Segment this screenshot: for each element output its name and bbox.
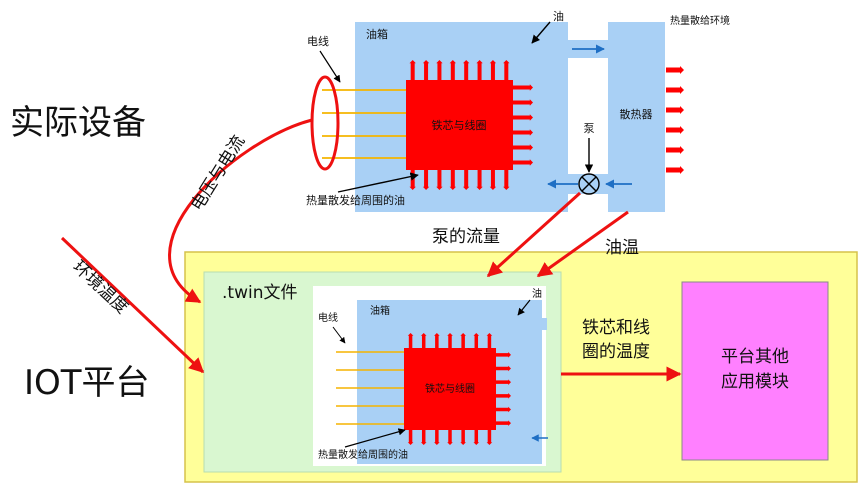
heat-arrow <box>422 60 430 80</box>
current-sensor-loop <box>310 75 340 171</box>
heat-arrow <box>407 333 414 348</box>
heat-arrow <box>473 333 480 348</box>
heat-arrow <box>496 420 511 426</box>
wire-label: 电线 <box>307 34 329 48</box>
heat-arrow <box>513 129 533 136</box>
radiator-heat-arrow <box>666 66 684 74</box>
voltage-current-label: 电压与电流 <box>187 132 249 215</box>
twin-wire-label: 电线 <box>318 311 338 324</box>
radiator-heat-arrow <box>666 86 684 94</box>
other-modules-line2: 应用模块 <box>721 372 789 392</box>
heat-arrow <box>489 170 497 190</box>
heat-arrow <box>503 60 510 80</box>
core-temp-label-line2: 圈的温度 <box>582 342 650 362</box>
heat-arrow <box>449 60 457 80</box>
heat-arrow <box>436 60 443 80</box>
heat-arrow <box>496 379 511 385</box>
heat-arrow <box>476 170 483 190</box>
oil-label: 油 <box>553 9 564 23</box>
heat-arrow <box>434 430 440 445</box>
radiator-heat-arrow <box>666 146 684 154</box>
ambient-temp-label: 环境温度 <box>69 257 132 318</box>
twin-core-label: 铁芯与线圈 <box>425 382 475 395</box>
heat-arrow <box>436 170 443 190</box>
twin-heat-note: 热量散发给周围的油 <box>318 448 408 461</box>
oil-temp-label: 油温 <box>605 238 639 258</box>
heat-arrow <box>513 99 533 106</box>
heat-arrow <box>420 333 427 348</box>
heat-arrow <box>486 333 493 348</box>
radiator-heat-arrows <box>666 66 684 174</box>
core-coil <box>406 80 513 170</box>
heat-arrow <box>449 170 457 190</box>
radiator-heat-arrow <box>666 106 684 114</box>
heat-arrow <box>513 114 533 121</box>
wire-lines <box>322 89 406 159</box>
pump-label: 泵 <box>584 122 595 135</box>
heat-arrow <box>460 333 466 348</box>
heat-arrow <box>513 84 533 91</box>
heat-arrow <box>462 170 470 190</box>
heat-arrow <box>476 60 483 80</box>
heat-arrow <box>420 430 427 445</box>
heat-arrow <box>496 393 511 399</box>
heat-arrow <box>489 60 497 80</box>
heat-arrow <box>460 430 466 445</box>
radiator-label: 散热器 <box>620 107 653 121</box>
radiator-heat-arrow <box>666 126 684 134</box>
core-label: 铁芯与线圈 <box>432 118 487 132</box>
heat-arrow <box>422 170 430 190</box>
other-modules-line1: 平台其他 <box>721 347 789 367</box>
tank-label: 油箱 <box>366 27 388 41</box>
heat-arrow <box>407 430 414 445</box>
heat-arrow <box>496 365 511 372</box>
twin-wire-lines <box>336 351 404 425</box>
heat-arrow <box>409 60 416 80</box>
oil-temp-arrow <box>536 210 629 278</box>
heat-arrow <box>513 144 533 151</box>
radiator-heat-arrow <box>666 166 684 174</box>
twin-oil-label: 油 <box>532 287 542 300</box>
heat-note: 热量散发给周围的油 <box>306 193 405 207</box>
other-modules-box <box>681 281 829 461</box>
pump-flow-arrow <box>486 191 582 278</box>
env-heat-note: 热量散给环境 <box>670 14 730 27</box>
heat-arrow <box>496 352 511 358</box>
ambient-temp-arrow <box>60 236 205 374</box>
heat-arrow <box>462 60 470 80</box>
iot-platform-label: IOT平台 <box>24 363 150 403</box>
heat-arrow <box>496 406 511 413</box>
heat-arrow <box>434 333 440 348</box>
core-temp-label-line1: 铁芯和线 <box>582 318 650 338</box>
twin-heat-arrows <box>407 333 511 445</box>
heat-arrow <box>486 430 493 445</box>
heat-arrow <box>447 333 453 348</box>
heat-arrow <box>447 430 453 445</box>
radiator <box>608 22 665 212</box>
heat-arrow <box>503 170 510 190</box>
heat-arrow <box>473 430 480 445</box>
physical-device-label: 实际设备 <box>10 103 146 143</box>
pump-icon <box>578 173 600 195</box>
voltage-current-arrow <box>168 118 313 304</box>
heat-arrow <box>513 159 533 166</box>
pump-flow-label: 泵的流量 <box>432 227 500 247</box>
twin-tank-label: 油箱 <box>370 304 390 317</box>
core-heat-arrows <box>409 60 533 190</box>
twin-file-label: .twin文件 <box>222 283 297 303</box>
twin-core <box>404 348 496 430</box>
